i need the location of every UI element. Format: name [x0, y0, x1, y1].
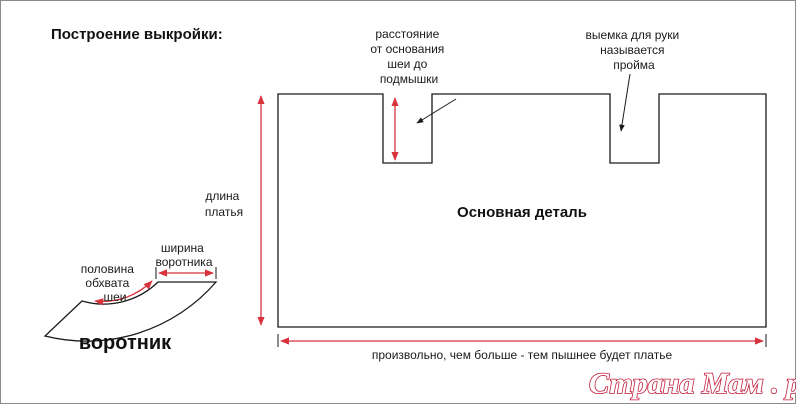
collar-width-line-2: воротника: [155, 255, 212, 269]
half-neck-label: половина обхвата шеи: [81, 262, 137, 304]
neck-armpit-line-3: шеи до: [387, 57, 427, 71]
collar-width-label: ширина воротника: [155, 241, 212, 269]
neck-armpit-label: расстояние от основания шеи до подмышки: [370, 27, 447, 86]
armhole-label: выемка для руки называется пройма: [585, 28, 682, 72]
main-piece-outline: [277, 93, 767, 328]
half-neck-arrow: [94, 280, 153, 306]
collar-width-line-1: ширина: [161, 241, 204, 255]
half-neck-line-2: обхвата: [85, 276, 129, 290]
armhole-line-2: называется: [600, 43, 664, 57]
armhole-line-1: выемка для руки: [585, 28, 679, 42]
armhole-pointer: [619, 73, 631, 132]
half-neck-line-1: половина: [81, 262, 134, 276]
width-label: произвольно, чем больше - тем пышнее буд…: [372, 348, 673, 362]
neck-armpit-line-2: от основания: [370, 42, 444, 56]
dress-length-line-2: платья: [205, 205, 243, 219]
neck-armpit-pointer: [416, 98, 457, 124]
main-piece-label: Основная деталь: [457, 204, 587, 221]
dress-length-line-1: длина: [205, 189, 239, 203]
dress-length-label: длина платья: [205, 189, 243, 219]
half-neck-line-3: шеи: [103, 290, 126, 304]
site-watermark: Страна Мам . ру: [589, 367, 796, 400]
armhole-line-3: пройма: [613, 58, 655, 72]
neck-armpit-line-1: расстояние: [375, 27, 439, 41]
collar-label: воротник: [79, 332, 172, 354]
neck-armpit-line-4: подмышки: [380, 72, 438, 86]
diagram-title: Построение выкройки:: [51, 26, 223, 43]
